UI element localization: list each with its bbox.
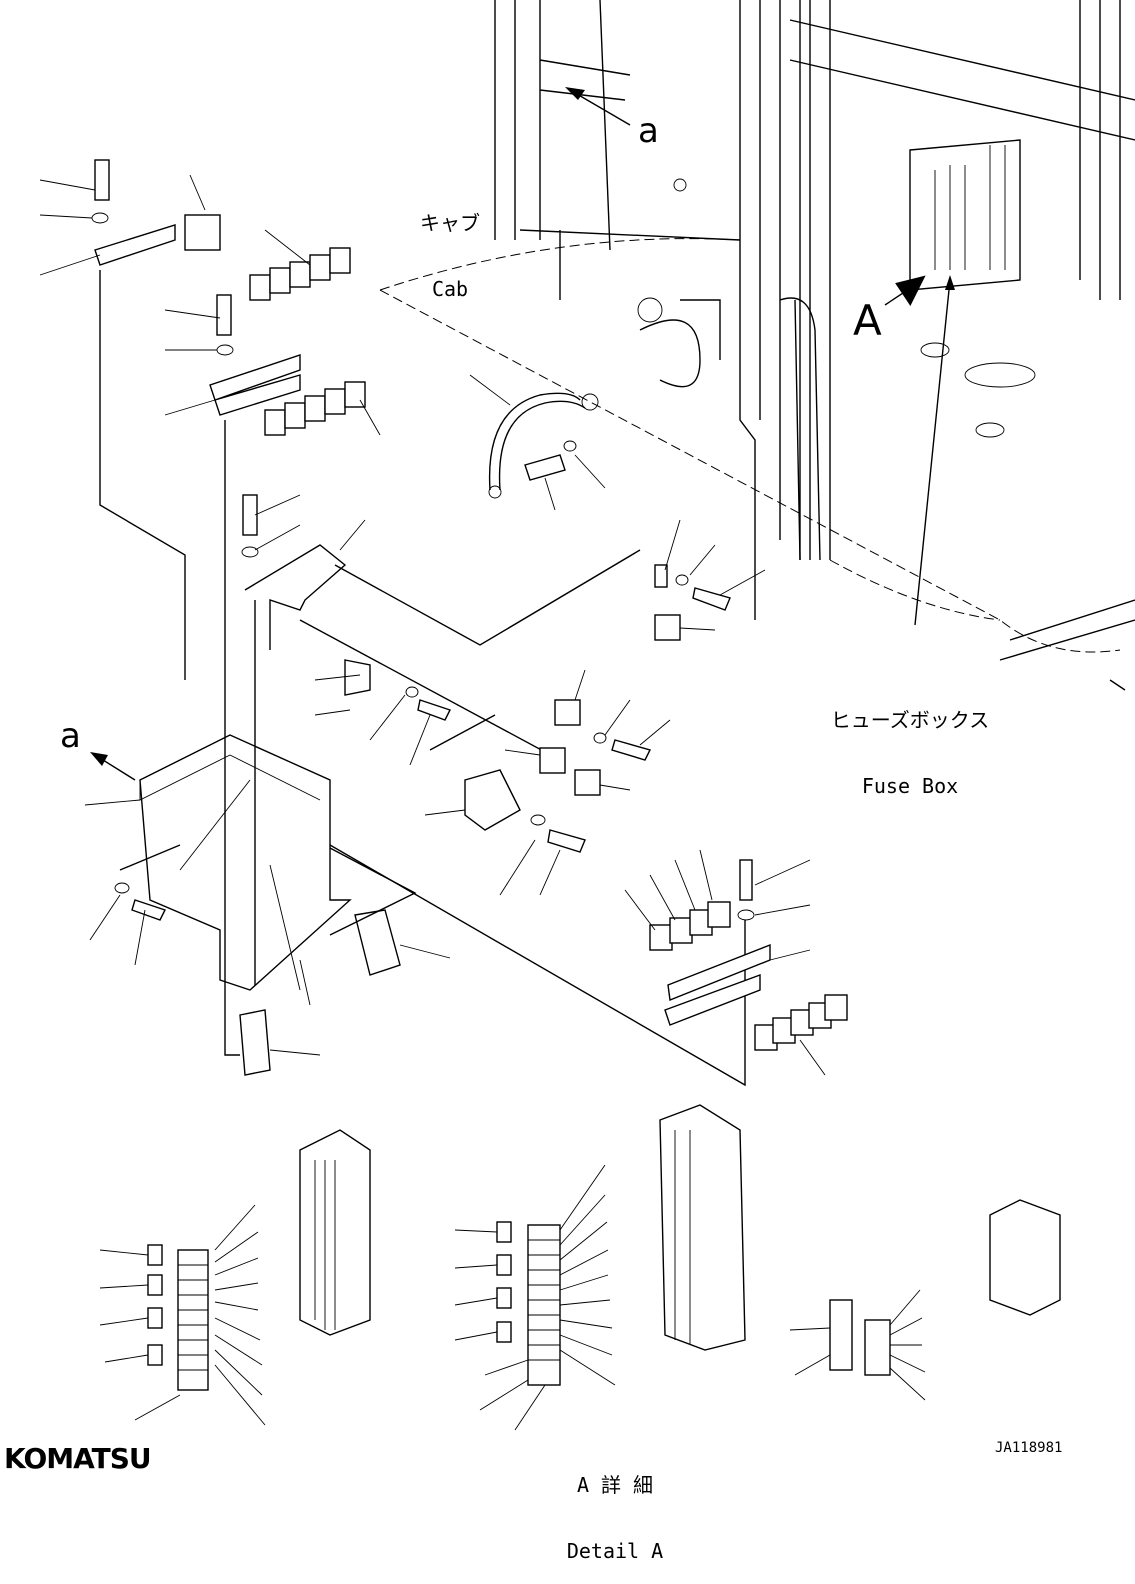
detail-a-label: A 詳 細 Detail A — [560, 1430, 670, 1584]
view-a-callout-top: a — [638, 111, 659, 151]
ground-cable — [488, 392, 599, 499]
view-a-callout-left: a — [60, 716, 81, 756]
relay-brackets-and-relays — [91, 159, 746, 1087]
cab-label-jp: キャブ — [420, 211, 480, 235]
cab-frame — [379, 0, 1135, 691]
fuse-box-label: ヒューズボックス Fuse Box — [830, 665, 990, 819]
detail-a-label-en: Detail A — [566, 1539, 664, 1563]
komatsu-logo: KOMATSU — [4, 1442, 152, 1475]
detail-a-label-jp: A 詳 細 — [576, 1473, 654, 1497]
view-big-a-callout: A — [853, 296, 882, 345]
exploded-parts-diagram — [39, 0, 1135, 1431]
fuse-blocks-detail — [99, 1104, 1061, 1431]
view-arrows — [90, 87, 955, 781]
drawing-id: JA118981 — [995, 1440, 1063, 1456]
fuse-box-label-en: Fuse Box — [861, 774, 959, 798]
leader-lines — [39, 174, 826, 1076]
right-relays — [464, 564, 848, 1051]
cab-label-en: Cab — [431, 277, 469, 301]
cab-label: キャブ Cab — [420, 168, 480, 322]
fuse-box-label-jp: ヒューズボックス — [830, 708, 990, 732]
